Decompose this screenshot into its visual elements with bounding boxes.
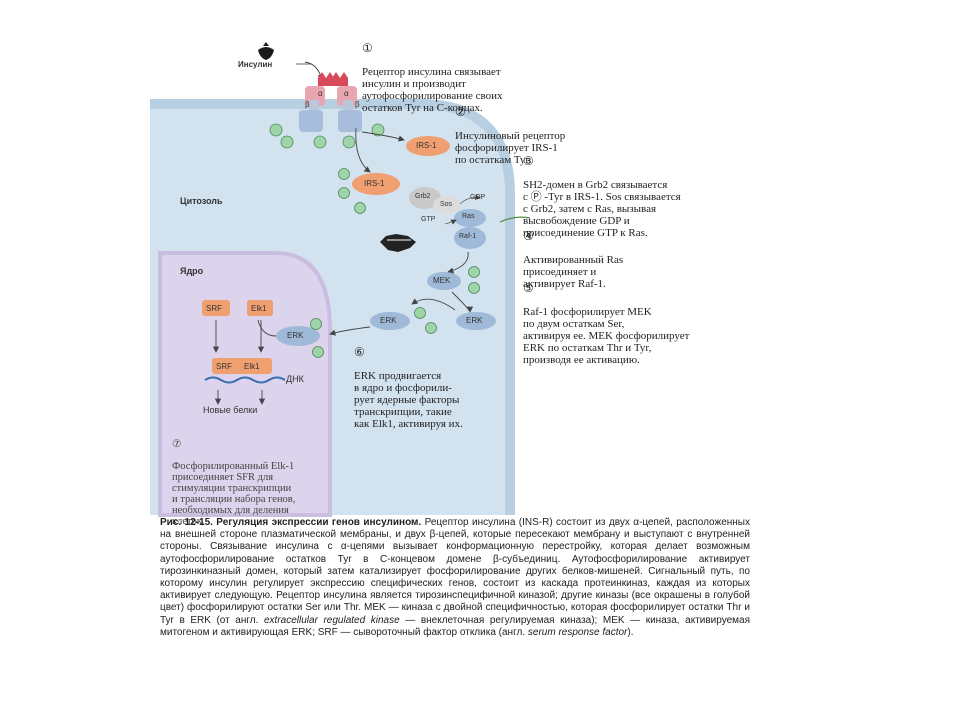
step-2-text: Инсулиновый рецептор фосфорилирует IRS-1… [455, 130, 566, 166]
step-3-number: ③ [523, 154, 534, 168]
erk-nuclear [276, 326, 320, 346]
caption-body-3: ). [627, 626, 634, 638]
dna-label: ДНК [286, 374, 304, 384]
caption-body-2: — внеклеточная регулируемая киназа); MEK… [160, 614, 751, 638]
insulin-molecule [258, 42, 274, 60]
step-3: ③ SH2-домен в Grb2 связывается с Ⓟ -Tyr … [523, 143, 759, 239]
ras [454, 209, 486, 227]
mek [427, 272, 461, 290]
srf-elk1-complex [212, 358, 272, 374]
dna-strand [204, 376, 286, 384]
erk-phosphorylated [370, 312, 410, 330]
alpha-label-right: α [344, 89, 349, 98]
sos [433, 196, 461, 214]
step-5: ⑤ Raf-1 фосфорилирует MEK по двум остатк… [523, 270, 759, 366]
step-4-number: ④ [523, 229, 534, 243]
mek-label: MEK [433, 276, 451, 285]
grb2-label: Grb2 [415, 193, 431, 200]
erk-label-a: ERK [380, 316, 397, 325]
srf-label: SRF [206, 304, 222, 313]
nucleus-label: Ядро [180, 266, 204, 276]
beta-label-right: β [355, 100, 360, 109]
erk-unphosphorylated [456, 312, 496, 330]
insulin-receptor [299, 72, 362, 132]
step-5-text: Raf-1 фосфорилирует MEK по двум остаткам… [523, 306, 690, 366]
step-7-number: ⑦ [172, 439, 182, 450]
elk1-label: Elk1 [251, 304, 267, 313]
step-2-number: ② [455, 105, 466, 119]
complex-elk1-label: Elk1 [244, 362, 260, 371]
gdp-label: GDP [470, 194, 486, 201]
srf [202, 300, 230, 316]
receptor-phosphates [269, 123, 385, 149]
grb2 [409, 187, 441, 209]
plasma-membrane [150, 99, 515, 515]
elk1 [247, 300, 273, 316]
figure-caption: Рис. 12-15. Регуляция экспрессии генов и… [160, 517, 750, 639]
gtp-label: GTP [421, 216, 436, 223]
new-proteins-label: Новые белки [203, 405, 258, 415]
caption-body-1: Рецептор инсулина (INS-R) состоит из дву… [160, 517, 750, 626]
irs1-unphosphorylated [406, 136, 450, 156]
nucleus-region [158, 251, 332, 517]
step-2: ② Инсулиновый рецептор фосфорилирует IRS… [455, 94, 655, 166]
raf1 [454, 227, 486, 249]
irs1-label-a: IRS-1 [416, 141, 437, 150]
step-6-number: ⑥ [354, 345, 365, 359]
step-3-text: SH2-домен в Grb2 связывается с Ⓟ -Tyr в … [523, 179, 681, 239]
step-5-number: ⑤ [523, 281, 534, 295]
sos-label: Sos [440, 201, 453, 208]
beta-label-left: β [305, 100, 310, 109]
erk-label-c: ERK [287, 331, 304, 340]
step-6-text: ERK продвигается в ядро и фосфорили- руе… [354, 370, 463, 430]
step-4: ④ Активированный Ras присоединяет и акти… [523, 218, 753, 290]
caption-italic-1: extracellular regulated kinase [264, 614, 400, 626]
erk-label-b: ERK [466, 316, 483, 325]
caption-title: Рис. 12-15. Регуляция экспрессии генов и… [160, 517, 422, 528]
step-7: ⑦ Фосфорилированный Elk-1 присоединяет S… [172, 428, 332, 527]
insulin-label: Инсулин [238, 60, 273, 69]
step-1: ① Рецептор инсулина связывает инсулин и … [362, 30, 562, 114]
irs1-phosphorylated [352, 173, 400, 195]
pathway-diagram [150, 42, 531, 517]
step-7-text: Фосфорилированный Elk-1 присоединяет SFR… [172, 461, 296, 527]
alpha-label-left: α [318, 89, 323, 98]
step-1-text: Рецептор инсулина связывает инсулин и пр… [362, 66, 503, 114]
complex-srf-label: SRF [216, 362, 232, 371]
step-4-text: Активированный Ras присоединяет и активи… [523, 254, 624, 290]
cytosol-label: Цитозоль [180, 196, 223, 206]
irs1-label-b: IRS-1 [364, 179, 385, 188]
raf1-label: Raf-1 [459, 233, 477, 240]
step-6: ⑥ ERK продвигается в ядро и фосфорили- р… [354, 334, 514, 430]
ras-label: Ras [462, 213, 475, 220]
step-1-number: ① [362, 41, 373, 55]
mitogen-icon [380, 234, 416, 252]
caption-italic-2: serum response factor [527, 626, 628, 638]
